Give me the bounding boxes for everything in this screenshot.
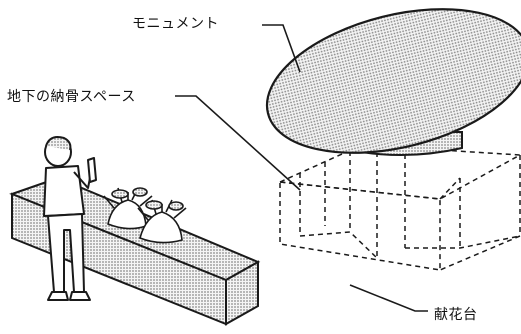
altar-label: 献花台 bbox=[434, 307, 478, 323]
monument-disc bbox=[265, 8, 521, 154]
ossuary-space bbox=[277, 144, 521, 271]
flower-bouquet-2 bbox=[137, 199, 187, 244]
monument-leader bbox=[262, 24, 301, 73]
flower-bouquet-1 bbox=[103, 187, 153, 230]
ossuary-leader bbox=[175, 95, 301, 191]
monument-label: モニュメント bbox=[132, 16, 219, 32]
leader-lines bbox=[175, 24, 428, 312]
person-praying bbox=[43, 136, 97, 301]
altar-leader bbox=[349, 284, 428, 312]
ossuary-label: 地下の納骨スペース bbox=[7, 89, 136, 105]
